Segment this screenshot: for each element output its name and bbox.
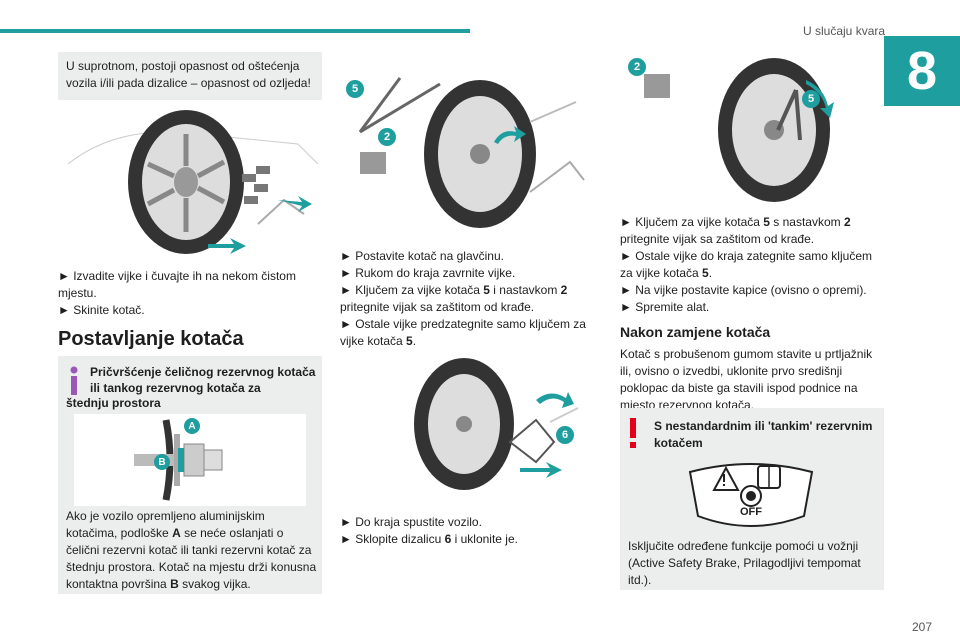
info-text-part3: svakog vijka. <box>178 577 251 591</box>
section-heading-after-change: Nakon zamjene kotača <box>620 324 771 340</box>
col3-step1-text1: ► Ključem za vijke kotača <box>620 215 764 229</box>
col2-step4-ref5: 5 <box>406 334 413 348</box>
label-2-marker: 2 <box>378 128 396 146</box>
info-text-part2: se neće oslanjati o čelični rezervni kot… <box>66 526 317 591</box>
col2-step3-text1: ► Ključem za vijke kotača <box>340 283 484 297</box>
col2-step4-text1: ► Ostale vijke predzategnite samo ključe… <box>340 317 586 348</box>
info-text-ref-a: A <box>172 526 181 540</box>
alert-title: S nestandardnim ili 'tankim' rezervnim k… <box>654 419 873 450</box>
col2-step3-ref5: 5 <box>483 283 490 297</box>
col2-step4-text2: . <box>412 334 417 348</box>
col3-label-5-marker: 5 <box>802 90 820 108</box>
warning-text: U suprotnom, postoji opasnost od oštećen… <box>66 59 311 90</box>
info-icon <box>70 366 78 395</box>
after-change-paragraph: Kotač s probušenom gumom stavite u prtlj… <box>620 347 873 412</box>
col1-step2: ► Skinite kotač. <box>58 303 145 317</box>
col3-label-2-marker: 2 <box>628 58 646 76</box>
header-accent-bar <box>0 29 470 33</box>
col2-step4: ► Ostale vijke predzategnite samo ključe… <box>340 316 604 350</box>
page-number: 207 <box>912 620 933 634</box>
label-a: A <box>188 420 196 432</box>
col3-step1-ref5: 5 <box>763 215 770 229</box>
info-box: Pričvršćenje čeličnog rezervnog kotača i… <box>58 356 322 594</box>
panel-off-label: OFF <box>740 506 762 518</box>
col2-step3-text3: pritegnite vijak sa zaštitom od krađe. <box>340 300 535 314</box>
alert-text: Isključite određene funkcije pomoći u vo… <box>628 539 861 587</box>
section-title: U slučaju kvara <box>803 24 886 38</box>
col2-step6-ref6: 6 <box>444 532 452 546</box>
col2-step2: ► Rukom do kraja zavrnite vijke. <box>340 266 516 280</box>
info-text-ref-b: B <box>170 577 179 591</box>
bolt-tightening-illustration <box>644 58 834 202</box>
col3-step2-ref5: 5 <box>702 266 709 280</box>
label-2: 2 <box>383 131 391 143</box>
col2-step3: ► Ključem za vijke kotača 5 i nastavkom … <box>340 282 604 316</box>
wheel-removal-illustration <box>67 110 319 254</box>
col3-label-5: 5 <box>807 93 815 105</box>
label-5-marker: 5 <box>346 80 364 98</box>
col2-step3-ref2: 2 <box>560 283 568 297</box>
label-a-marker: A <box>184 418 200 434</box>
label-b-marker: B <box>154 454 170 470</box>
label-6-marker: 6 <box>556 426 574 444</box>
warning-box: U suprotnom, postoji opasnost od oštećen… <box>58 52 322 100</box>
info-title-cont: štednju prostora <box>66 396 161 410</box>
jack-lowering-illustration <box>414 358 579 490</box>
info-text: Ako je vozilo opremljeno aluminijskim ko… <box>66 508 318 593</box>
col3-step3: ► Na vijke postavite kapice (ovisno o op… <box>620 283 867 297</box>
col3-step1: ► Ključem za vijke kotača 5 s nastavkom … <box>620 214 884 248</box>
col3-step4: ► Spremite alat. <box>620 300 710 314</box>
label-5: 5 <box>351 83 359 95</box>
col3-step2-text1: ► Ostale vijke do kraja zategnite samo k… <box>620 249 872 280</box>
label-b: B <box>158 456 166 468</box>
section-heading-wheel-mounting: Postavljanje kotača <box>58 328 244 350</box>
driver-assist-panel-icon <box>688 463 814 527</box>
col3-step2: ► Ostale vijke do kraja zategnite samo k… <box>620 248 884 282</box>
col3-label-2: 2 <box>633 61 641 73</box>
col2-step6-text1: ► Sklopite dizalicu <box>340 532 445 546</box>
col2-step5: ► Do kraja spustite vozilo. <box>340 515 482 529</box>
col2-step1: ► Postavite kotač na glavčinu. <box>340 249 504 263</box>
col3-step1-text3: pritegnite vijak sa zaštitom od krađe. <box>620 232 815 246</box>
info-text-part1: Ako je vozilo opremljeno aluminijskim ko… <box>66 509 265 540</box>
chapter-tab: 8 <box>884 36 960 106</box>
col1-step1: ► Izvadite vijke i čuvajte ih na nekom č… <box>58 269 296 300</box>
col2-step6-text2: i uklonite je. <box>451 532 518 546</box>
info-title: Pričvršćenje čeličnog rezervnog kotača i… <box>90 365 316 395</box>
wheel-bolt-diagram <box>74 414 306 506</box>
label-6: 6 <box>561 429 569 441</box>
alert-box: S nestandardnim ili 'tankim' rezervnim k… <box>620 408 884 590</box>
col3-step1-ref2: 2 <box>843 215 851 229</box>
col3-step1-text2: s nastavkom <box>769 215 844 229</box>
col2-step3-text2: i nastavkom <box>489 283 561 297</box>
alert-exclamation-icon <box>630 418 636 448</box>
col3-step2-text2: . <box>708 266 713 280</box>
col2-step6: ► Sklopite dizalicu 6 i uklonite je. <box>340 531 604 548</box>
wheel-mounting-illustration <box>358 77 585 228</box>
